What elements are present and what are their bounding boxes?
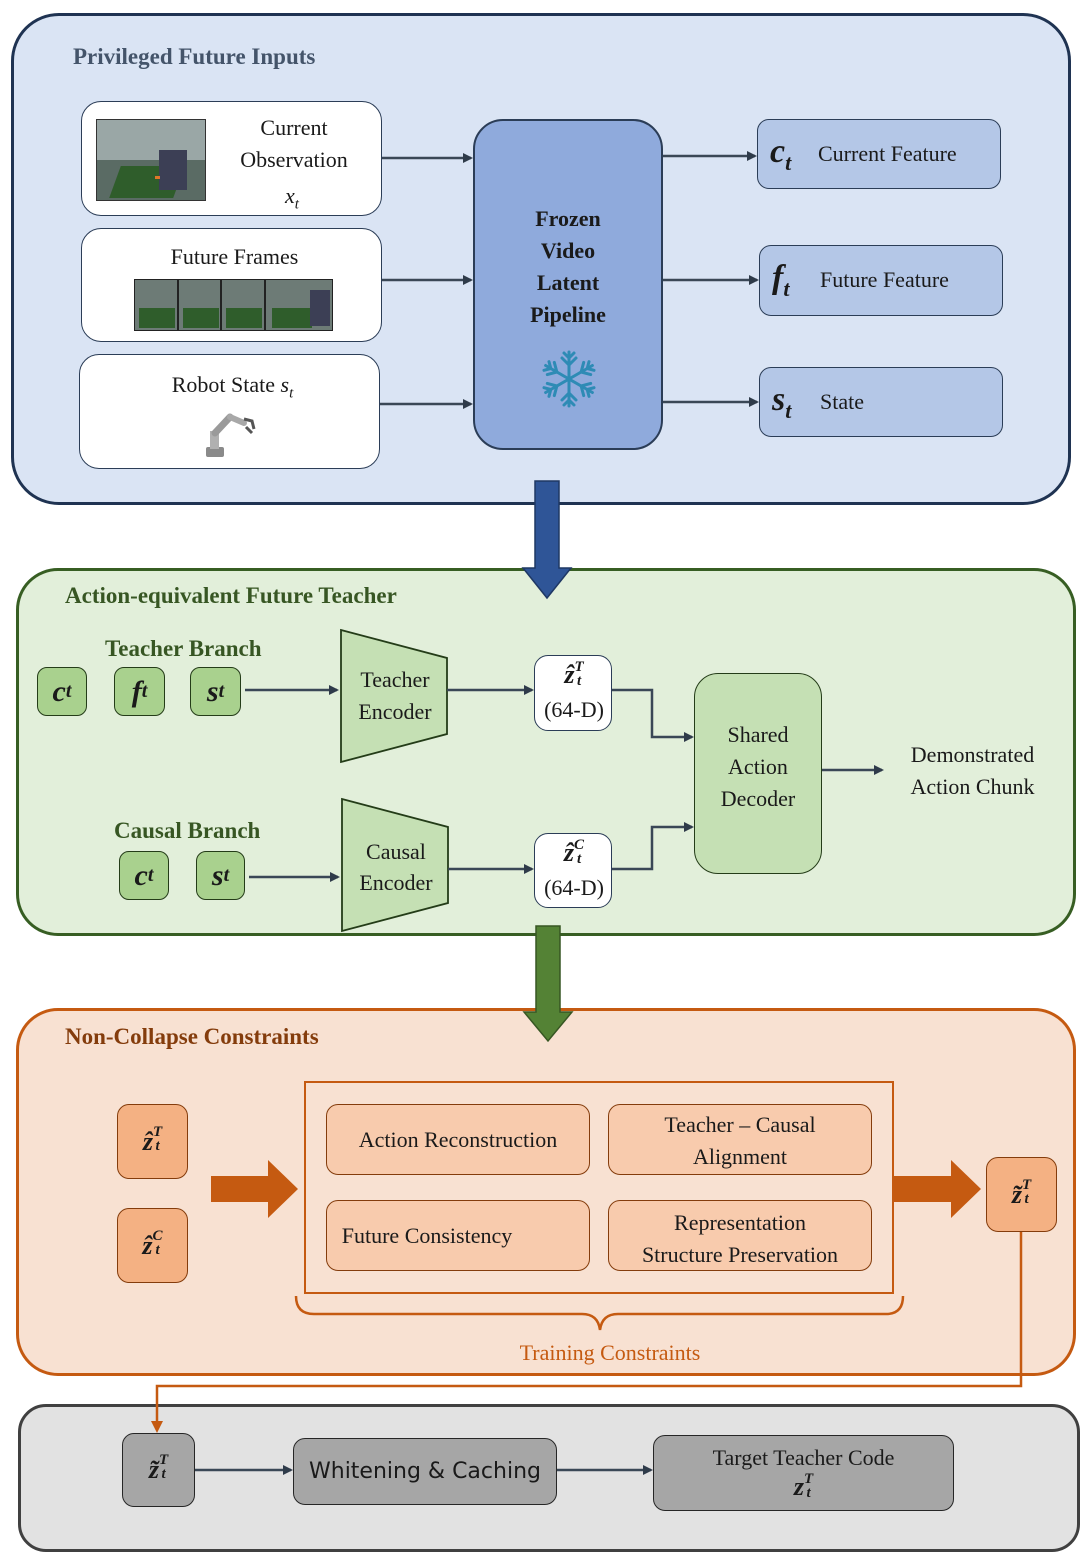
teacher-branch-label: Teacher Branch [105, 636, 262, 661]
demonstrated-line2: Action Chunk [910, 774, 1035, 799]
current-observation-line2: Observation [240, 147, 348, 172]
teacher-panel-title: Action-equivalent Future Teacher [65, 583, 397, 608]
training-constraints-label: Training Constraints [519, 1340, 701, 1365]
target-teacher-code-label: Target Teacher Code [712, 1445, 895, 1470]
frozen-pipeline-box: Frozen Video Latent Pipeline [473, 119, 663, 450]
demonstrated-line1: Demonstrated [910, 742, 1035, 767]
current-feature-symbol: ct [770, 133, 792, 175]
training-constraints-brace [294, 1295, 905, 1331]
causal-encoder-line2: Encoder [359, 870, 433, 895]
decoder-line1: Shared [727, 722, 789, 747]
pipeline-line3: Latent [536, 270, 600, 295]
current-observation-line1: Current [260, 115, 328, 140]
future-frames-label: Future Frames [170, 244, 299, 269]
causal-encoder-line1: Causal [366, 839, 426, 864]
teacher-encoder-shape [340, 628, 448, 764]
future-frames-box: Future Frames [81, 228, 382, 342]
decoder-line3: Decoder [720, 786, 796, 811]
pipeline-line1: Frozen [535, 206, 601, 231]
pipeline-line4: Pipeline [530, 302, 606, 327]
arrow-constraints-to-output [893, 1160, 981, 1218]
state-box: st State [759, 367, 1003, 437]
robot-state-label: Robot State st [171, 372, 294, 402]
arrow-output-to-cache [151, 1232, 1023, 1433]
future-feature-symbol: ft [772, 259, 790, 301]
observation-thumbnail [96, 119, 206, 201]
teacher-encoder-line2: Encoder [358, 699, 432, 724]
arrow-causal-latent-to-decoder [612, 822, 694, 871]
whitening-caching-box: Whitening & Caching [293, 1438, 557, 1505]
current-observation-var: xt [285, 183, 299, 213]
causal-branch-label: Causal Branch [114, 818, 261, 843]
arrow-panel1-to-panel2 [521, 480, 573, 600]
pipeline-line2: Video [540, 238, 596, 263]
state-symbol: st [772, 381, 792, 423]
current-feature-label: Current Feature [818, 141, 957, 166]
arrow-panel2-to-panel3 [522, 925, 574, 1043]
inputs-panel-title: Privileged Future Inputs [73, 44, 316, 69]
robot-arm-icon [206, 413, 256, 457]
causal-latent-dim: (64-D) [544, 875, 604, 900]
current-feature-box: ct Current Feature [757, 119, 1001, 189]
teacher-latent-dim: (64-D) [544, 697, 604, 722]
constraint-structure-preservation: Representation Structure Preservation [608, 1200, 872, 1271]
current-observation-box: Current Observation xt [81, 101, 382, 216]
arrow-inputs-to-constraints [211, 1160, 298, 1218]
decoder-line2: Action [728, 754, 788, 779]
robot-state-box: Robot State st [79, 354, 380, 469]
constraint-action-reconstruction: Action Reconstruction [326, 1104, 590, 1175]
causal-encoder-shape [341, 797, 449, 933]
state-label: State [820, 389, 864, 414]
constraint-future-consistency: Future Consistency [326, 1200, 590, 1271]
arrow-teacher-latent-to-decoder [612, 688, 694, 742]
shared-decoder-box: Shared Action Decoder [694, 673, 822, 874]
snowflake-icon [540, 350, 598, 408]
constraint-teacher-causal-alignment: Teacher – Causal Alignment [608, 1104, 872, 1175]
future-frames-strip [134, 279, 333, 331]
constraints-panel-title: Non-Collapse Constraints [65, 1024, 319, 1049]
teacher-encoder-line1: Teacher [360, 667, 430, 692]
future-feature-label: Future Feature [820, 267, 949, 292]
future-feature-box: ft Future Feature [759, 245, 1003, 316]
